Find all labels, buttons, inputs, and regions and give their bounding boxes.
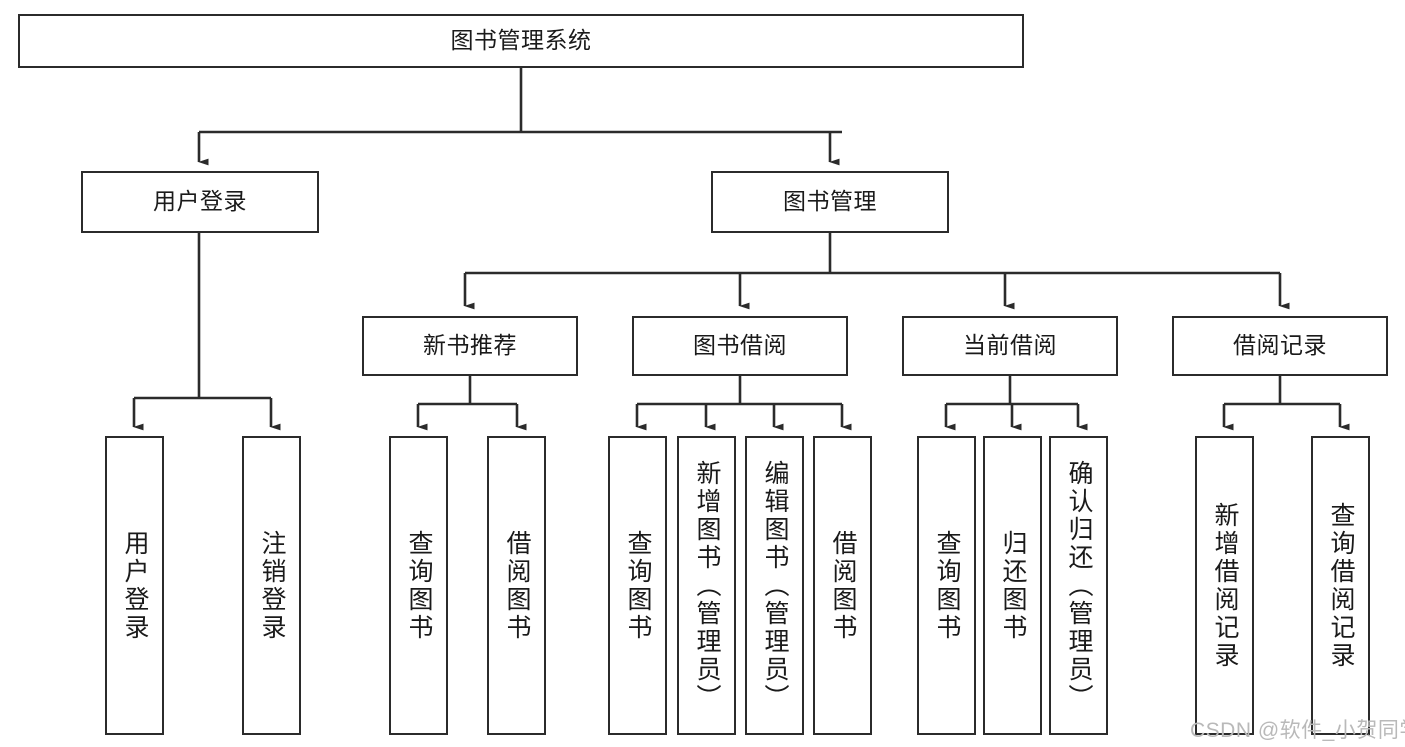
node-borrow-record-label: 借阅记录	[1233, 332, 1327, 359]
node-leaf-query-book-2-label: 查询图书	[624, 529, 652, 642]
node-leaf-borrow-book-1-label: 借阅图书	[503, 529, 531, 642]
node-leaf-add-book-label: 新增图书（管理员）	[693, 459, 721, 712]
node-user-login-label: 用户登录	[153, 188, 247, 215]
node-leaf-query-book-1[interactable]: 查询图书	[389, 436, 448, 735]
node-leaf-user-login[interactable]: 用户登录	[105, 436, 164, 735]
node-user-login[interactable]: 用户登录	[81, 171, 319, 233]
node-leaf-query-record[interactable]: 查询借阅记录	[1311, 436, 1370, 735]
node-leaf-return-book[interactable]: 归还图书	[983, 436, 1042, 735]
node-book-borrow-label: 图书借阅	[693, 332, 787, 359]
node-root-label: 图书管理系统	[450, 27, 592, 54]
node-borrow-record[interactable]: 借阅记录	[1172, 316, 1388, 376]
node-leaf-logout-label: 注销登录	[258, 529, 286, 642]
node-leaf-add-record[interactable]: 新增借阅记录	[1195, 436, 1254, 735]
node-leaf-borrow-book-2[interactable]: 借阅图书	[813, 436, 872, 735]
node-leaf-borrow-book-2-label: 借阅图书	[829, 529, 857, 642]
node-leaf-query-book-3[interactable]: 查询图书	[917, 436, 976, 735]
node-leaf-query-book-3-label: 查询图书	[933, 529, 961, 642]
node-current-borrow[interactable]: 当前借阅	[902, 316, 1118, 376]
node-leaf-add-record-label: 新增借阅记录	[1211, 501, 1239, 670]
node-leaf-edit-book-label: 编辑图书（管理员）	[761, 459, 789, 712]
node-leaf-user-login-label: 用户登录	[121, 529, 149, 642]
node-leaf-query-record-label: 查询借阅记录	[1327, 501, 1355, 670]
node-book-manage-label: 图书管理	[783, 188, 877, 215]
node-new-book-recommend[interactable]: 新书推荐	[362, 316, 578, 376]
node-leaf-confirm-return-label: 确认归还（管理员）	[1065, 459, 1093, 712]
node-new-book-recommend-label: 新书推荐	[423, 332, 517, 359]
node-leaf-query-book-2[interactable]: 查询图书	[608, 436, 667, 735]
node-leaf-logout[interactable]: 注销登录	[242, 436, 301, 735]
node-leaf-edit-book[interactable]: 编辑图书（管理员）	[745, 436, 804, 735]
node-book-manage[interactable]: 图书管理	[711, 171, 949, 233]
node-leaf-borrow-book-1[interactable]: 借阅图书	[487, 436, 546, 735]
node-current-borrow-label: 当前借阅	[963, 332, 1057, 359]
node-leaf-query-book-1-label: 查询图书	[405, 529, 433, 642]
node-book-borrow[interactable]: 图书借阅	[632, 316, 848, 376]
node-leaf-confirm-return[interactable]: 确认归还（管理员）	[1049, 436, 1108, 735]
node-leaf-return-book-label: 归还图书	[999, 529, 1027, 642]
node-root[interactable]: 图书管理系统	[18, 14, 1024, 68]
node-leaf-add-book[interactable]: 新增图书（管理员）	[677, 436, 736, 735]
